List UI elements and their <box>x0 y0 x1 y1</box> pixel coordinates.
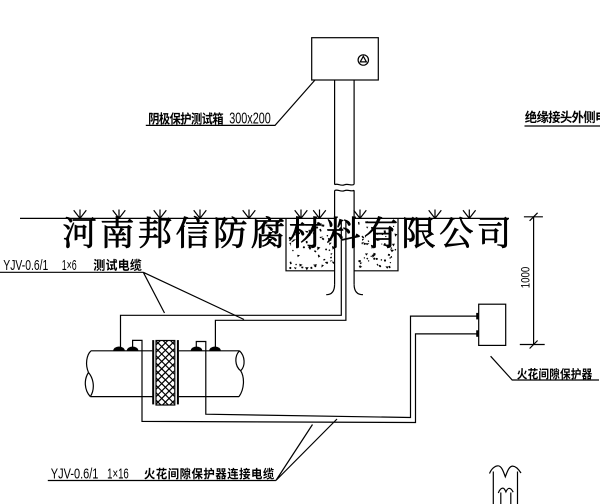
svg-text:1×6: 1×6 <box>62 257 77 274</box>
svg-text:300x200: 300x200 <box>229 111 271 128</box>
svg-text:1×16: 1×16 <box>107 466 129 483</box>
svg-text:YJV-0.6/1: YJV-0.6/1 <box>51 466 99 483</box>
svg-text:YJV-0.6/1: YJV-0.6/1 <box>3 257 48 274</box>
svg-text:1000: 1000 <box>518 267 532 289</box>
